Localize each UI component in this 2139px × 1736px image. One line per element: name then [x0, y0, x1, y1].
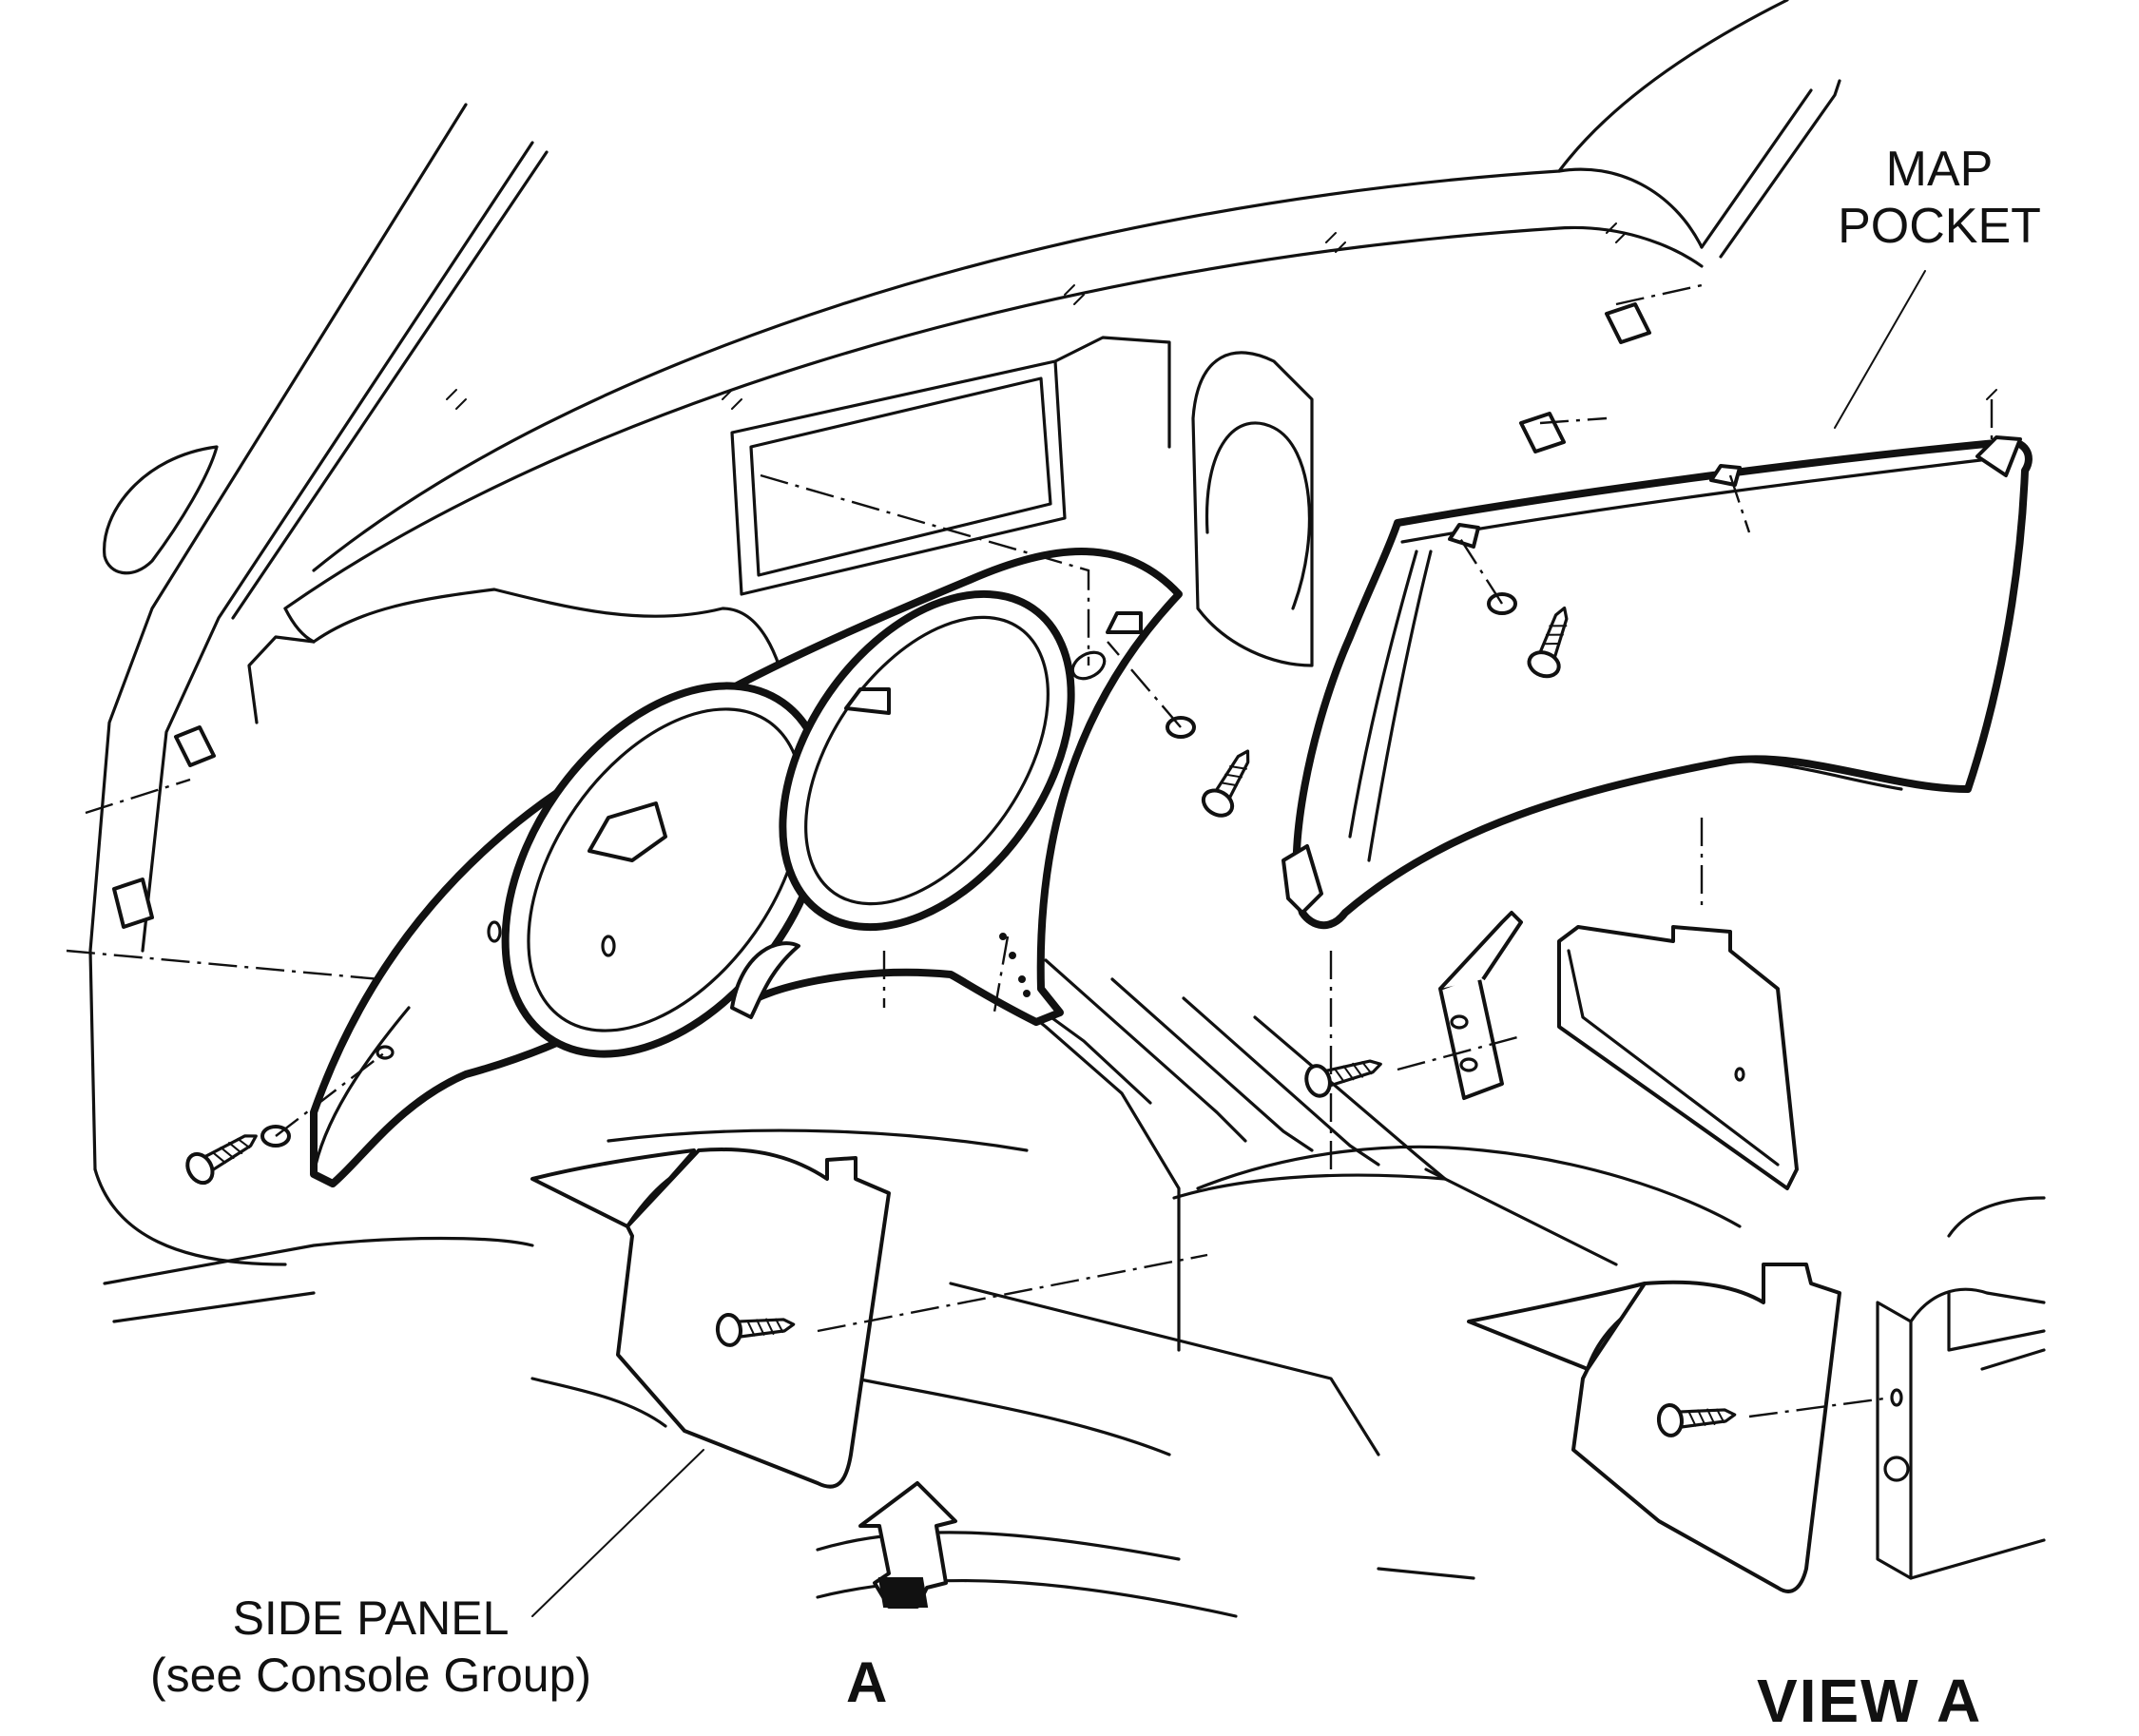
retaining-clips: [112, 222, 1997, 929]
side-panel: [530, 1148, 891, 1489]
screw-icon: [715, 1312, 796, 1347]
dash-top: [103, 0, 1841, 1618]
windshield-pillar: [88, 103, 549, 1266]
view-a-title: VIEW A: [1757, 1667, 1983, 1735]
screw-icon: [185, 1134, 258, 1186]
screw-icon: [1201, 749, 1250, 818]
view-arrow-letter: A: [846, 1650, 888, 1714]
bracket-assembly: [1438, 911, 1799, 1190]
side-panel-label-line1: SIDE PANEL: [232, 1591, 510, 1645]
assembly-lines: [66, 283, 1994, 1418]
screws: [185, 592, 1737, 1437]
map-pocket-label-line1: MAP: [1885, 142, 1994, 197]
screw-icon: [1304, 1059, 1382, 1098]
map-pocket: [1281, 435, 2033, 930]
screw-icon: [1527, 606, 1569, 679]
leader-lines: [531, 270, 1926, 1617]
map-pocket-label: MAP POCKET: [1811, 141, 2068, 255]
side-panel-label: SIDE PANEL (see Console Group): [105, 1590, 637, 1704]
view-direction-arrow-icon: [858, 1481, 957, 1609]
cluster-bezel: [310, 548, 1183, 1187]
map-pocket-label-line2: POCKET: [1838, 199, 2041, 254]
view-a-side-panel: [1467, 1196, 2046, 1593]
side-panel-label-line2: (see Console Group): [149, 1649, 592, 1702]
screw-icon: [1656, 1402, 1737, 1437]
